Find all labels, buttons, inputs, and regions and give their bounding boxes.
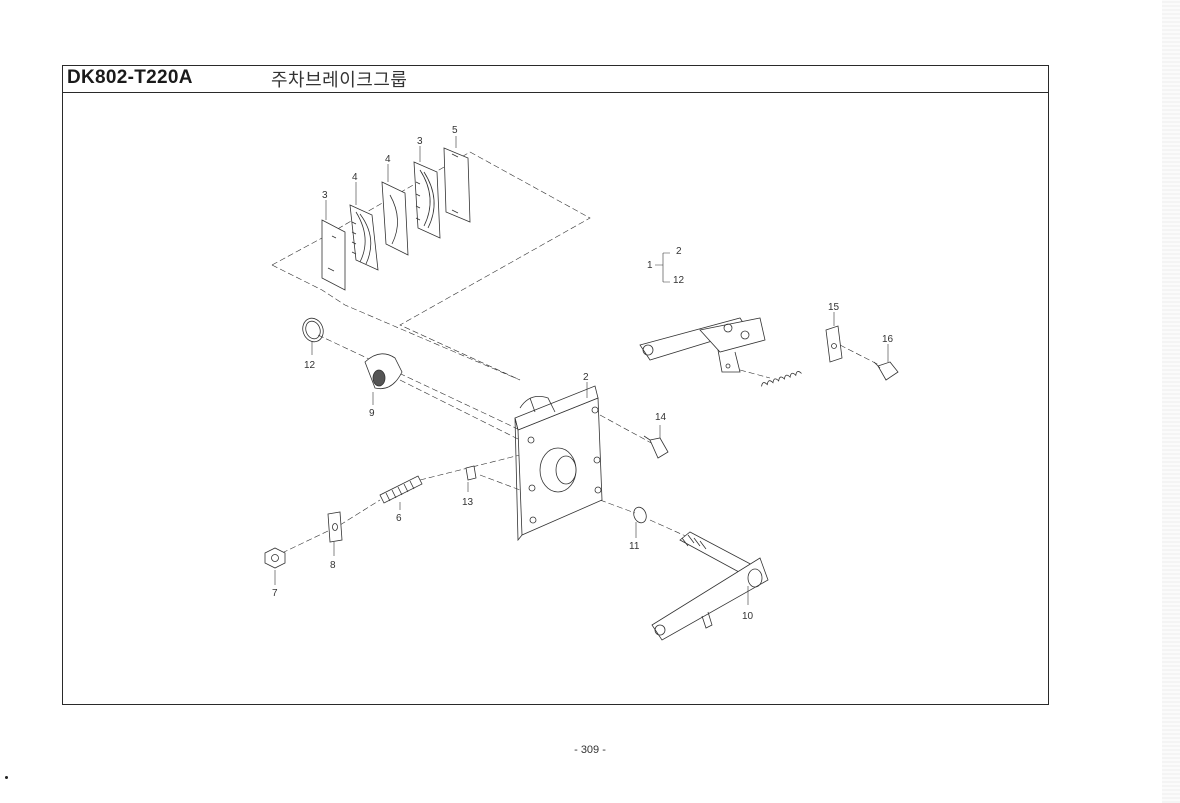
return-spring — [761, 371, 802, 387]
brake-lever-assembly — [639, 317, 766, 373]
friction-plate-5 — [443, 147, 471, 223]
callout-6: 6 — [396, 513, 402, 524]
brake-disc-4b — [413, 161, 441, 239]
friction-plate-3a — [321, 219, 346, 291]
callout-15: 15 — [828, 302, 840, 313]
header-rule — [63, 92, 1048, 93]
scan-edge — [1162, 0, 1180, 803]
header-bar: DK802-T220A 주차브레이크그룹 — [63, 66, 1048, 91]
callout-4b: 4 — [385, 154, 391, 165]
brake-disc-4a — [349, 204, 379, 271]
spring-bracket-15 — [825, 325, 843, 363]
assembly-guide-lines — [271, 151, 886, 554]
stud-bolt-6 — [379, 475, 423, 504]
nut-7 — [264, 547, 286, 569]
callout-leaders — [274, 136, 889, 605]
plate-washer-8 — [327, 511, 343, 543]
callout-8: 8 — [330, 560, 336, 571]
callout-5: 5 — [452, 125, 458, 136]
brake-case-2 — [514, 385, 603, 542]
callout-3b: 3 — [417, 136, 423, 147]
brake-shaft-arm-10 — [651, 531, 769, 641]
snap-ring-12 — [302, 317, 324, 343]
friction-plate-3b — [381, 181, 409, 256]
callout-14: 14 — [655, 412, 667, 423]
scan-dot — [5, 776, 8, 779]
callout-7: 7 — [272, 588, 278, 599]
callout-12: 12 — [673, 275, 685, 286]
callout-4a: 4 — [352, 172, 358, 183]
callout-9: 9 — [369, 408, 375, 419]
pin-13 — [465, 465, 477, 481]
callout-10: 10 — [742, 611, 754, 622]
callout-16: 16 — [882, 334, 894, 345]
page-number: - 309 - — [574, 744, 606, 756]
callout-3a: 3 — [322, 190, 328, 201]
callout-numbers: 3 4 4 3 5 2 1 12 12 9 2 14 15 16 13 6 8 … — [272, 125, 894, 622]
model-code: DK802-T220A — [67, 67, 193, 88]
callout-11: 11 — [629, 541, 640, 552]
bolt-16 — [873, 361, 899, 381]
parts-frame: DK802-T220A 주차브레이크그룹 — [62, 65, 1049, 705]
brake-cam-9 — [364, 353, 403, 390]
callout-13: 13 — [462, 497, 474, 508]
callout-2: 2 — [676, 246, 682, 257]
bolt-14 — [643, 435, 669, 459]
callout-1: 1 — [647, 260, 653, 271]
callout-12b: 12 — [304, 360, 316, 371]
group-title: 주차브레이크그룹 — [271, 70, 408, 91]
o-ring-11 — [633, 506, 647, 524]
callout-2b: 2 — [583, 372, 589, 383]
